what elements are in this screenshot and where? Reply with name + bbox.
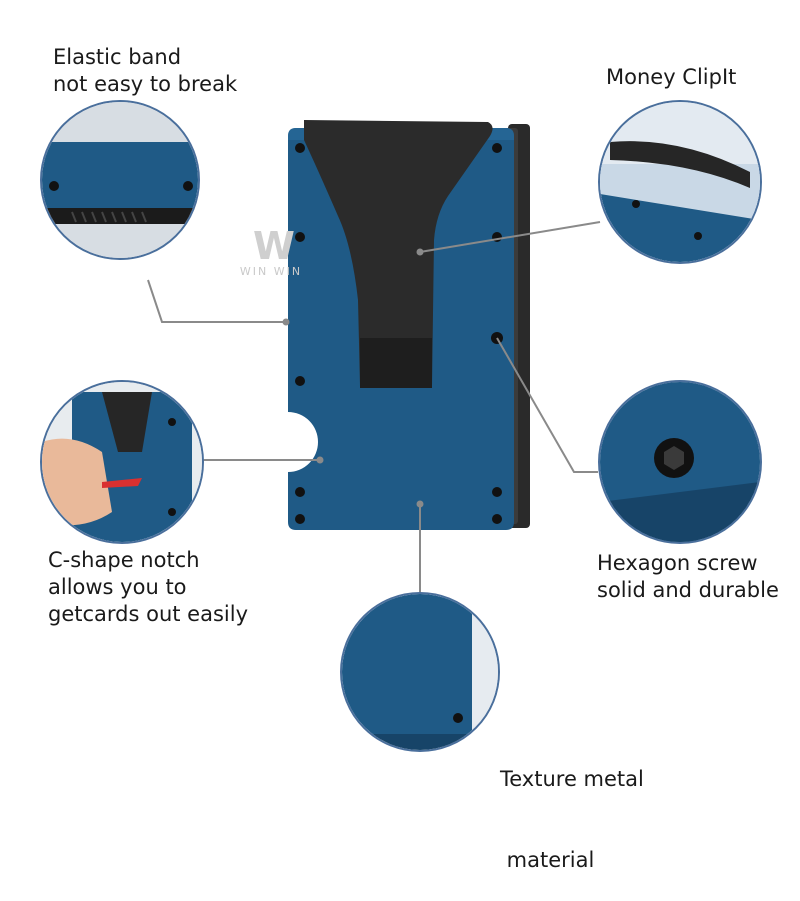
label-line: material <box>500 848 595 872</box>
label-money-clip: Money ClipIt <box>606 64 736 91</box>
label-line: solid and durable <box>597 578 779 602</box>
label-line: Hexagon screw <box>597 551 758 575</box>
label-line: not easy to break <box>53 72 238 96</box>
brand-watermark: W WIN WIN <box>228 226 314 278</box>
label-line: getcards out easily <box>48 602 249 626</box>
money-clip <box>304 120 493 386</box>
watermark-mark: W <box>253 224 295 268</box>
label-line: Elastic band <box>53 45 182 69</box>
label-texture-metal: Texture metal material <box>500 712 644 901</box>
label-line: Texture metal <box>500 767 644 791</box>
detail-texture-metal <box>340 592 500 752</box>
plate-screws <box>295 143 503 524</box>
label-line: Money ClipIt <box>606 65 737 89</box>
label-hexagon-screw: Hexagon screw solid and durable <box>597 550 779 604</box>
label-line: C-shape notch <box>48 548 200 572</box>
detail-hexagon-screw <box>598 380 762 544</box>
detail-money-clip <box>598 100 762 264</box>
watermark-text: WIN WIN <box>239 265 303 278</box>
detail-c-notch <box>40 380 204 544</box>
detail-elastic-band <box>40 100 200 260</box>
clip-tip <box>360 338 432 388</box>
label-line: allows you to <box>48 575 187 599</box>
product-illustration <box>147 120 601 596</box>
label-c-notch: C-shape notch allows you to getcards out… <box>48 547 248 628</box>
label-elastic-band: Elastic band not easy to break <box>53 44 237 98</box>
callout-lines <box>147 221 601 596</box>
